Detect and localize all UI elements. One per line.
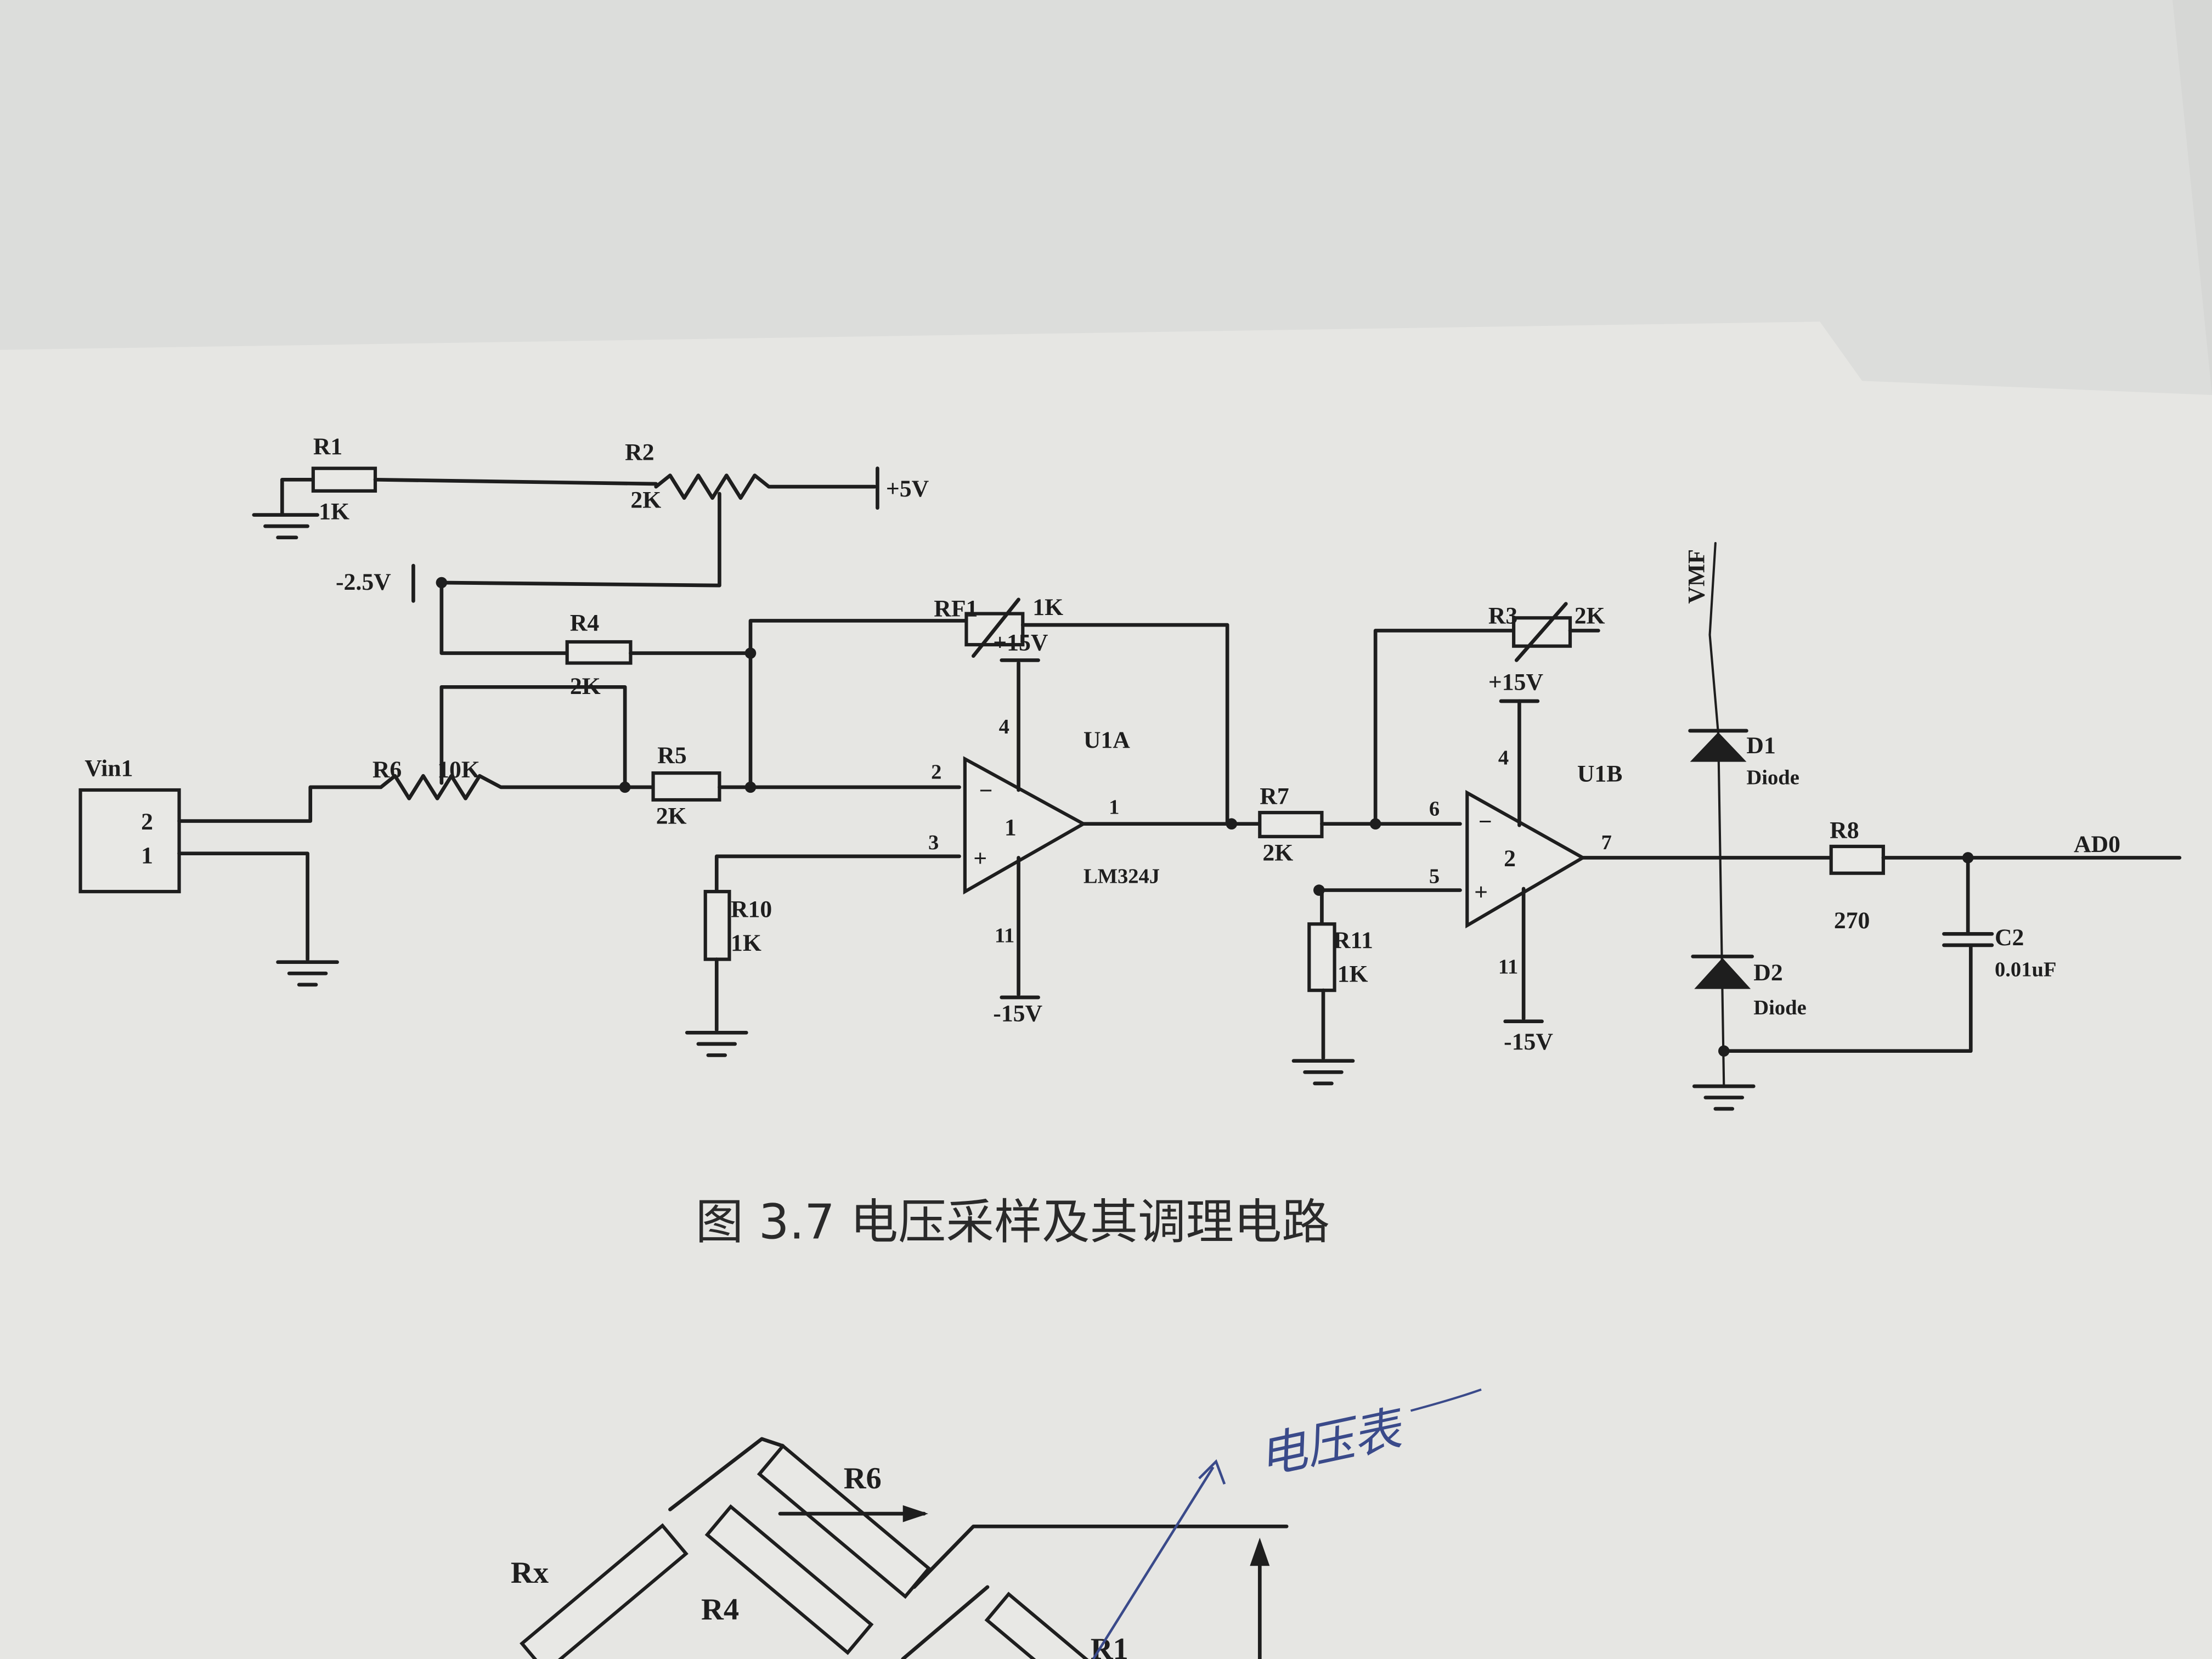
u1a-minus: − [979,777,993,804]
u1a-pin-11: 11 [995,924,1014,947]
r6-value: 10K [437,757,480,783]
bridge-circuit: R6 Rx R4 R1 [511,1437,1289,1659]
r1-value: 1K [319,498,349,524]
u1a-pin-1: 1 [1109,796,1119,819]
c2-value: 0.01uF [1995,958,2057,981]
output-stage: R8 270 AD0 C2 0.01uF VMF D1 Diode D2 Dio… [1581,541,2182,1111]
u1b-plus: + [1474,879,1488,906]
rf1-value: 1K [1032,594,1063,620]
r11-value: 1K [1338,961,1368,988]
d2-value: Diode [1753,996,1806,1019]
r10-value: 1K [731,930,761,956]
m25v-label: -2.5V [336,569,391,595]
r8-value: 270 [1834,907,1870,934]
bridge-rx-label: Rx [511,1556,549,1590]
ad0-label: AD0 [2074,831,2120,857]
u1a-p15v: +15V [993,629,1048,656]
r11-resistor: R11 1K [1291,884,1462,1086]
r8-label: R8 [1830,817,1859,843]
d2-label: D2 [1753,960,1782,986]
u1a-pin-3: 3 [928,831,939,854]
u1b-unit: 2 [1504,845,1516,872]
u1a-pin-2: 2 [931,760,941,783]
figure-caption: 图 3.7 电压采样及其调理电路 [696,1194,1330,1250]
vin1-label: Vin1 [84,755,133,781]
rf1-label: RF1 [934,596,978,622]
u1a-part: LM324J [1084,865,1160,888]
vmf-label: VMF [1683,549,1709,604]
top-sheet [0,0,2212,395]
r7-label: R7 [1260,783,1289,810]
u1a-opamp: − + 1 2 3 1 4 11 +15V -15V U1A LM324J [928,629,1160,1026]
r2-label: R2 [625,439,654,465]
r3-variable-resistor: R3 2K [1373,602,1605,826]
vin1-pin2: 2 [141,809,153,835]
main-paper [0,321,2212,1659]
p5v-label: +5V [886,476,929,502]
u1b-m15v: -15V [1504,1029,1553,1055]
r6-potentiometer: R6 10K [373,685,631,800]
d1-label: D1 [1746,732,1775,759]
r4-label: R4 [570,610,600,636]
bridge-r4-label: R4 [701,1593,739,1627]
r1-label: R1 [313,433,342,460]
r11-label: R11 [1333,927,1373,953]
r2-value: 2K [630,487,661,514]
u1b-pin-4: 4 [1498,747,1509,770]
u1b-p15v: +15V [1488,669,1544,695]
r10-label: R10 [731,896,772,922]
u1a-pin-4: 4 [999,715,1009,738]
u1b-pin-5: 5 [1429,865,1440,888]
r5-resistor: R5 2K [623,742,961,830]
r5-label: R5 [657,742,686,769]
c2-label: C2 [1995,924,2024,951]
rf1-variable-resistor: RF1 1K [748,594,1229,826]
r4-resistor: R4 2K [439,580,757,699]
bridge-r6-label: R6 [844,1462,882,1496]
r5-value: 2K [656,803,687,830]
u1b-label: U1B [1577,761,1623,787]
u1a-plus: + [973,845,987,872]
u1b-pin-7: 7 [1601,831,1612,854]
r6-label: R6 [373,757,402,783]
u1b-pin-11: 11 [1498,955,1518,978]
u1a-unit: 1 [1005,814,1017,840]
u1b-opamp: − + 2 6 5 7 4 11 +15V -15V U1B [1429,669,1623,1055]
u1a-label: U1A [1084,727,1130,753]
u1b-pin-6: 6 [1429,797,1440,820]
r7-value: 2K [1262,840,1293,866]
u1a-m15v: -15V [993,1001,1042,1027]
vin1-connector: Vin1 2 1 [78,755,383,987]
u1b-minus: − [1479,809,1492,835]
r3-label: R3 [1488,603,1517,629]
vin1-pin1: 1 [141,843,153,869]
r7-resistor: R7 2K [1081,783,1462,866]
r3-value: 2K [1575,603,1605,629]
r10-resistor: R10 1K [685,854,961,1057]
d1-value: Diode [1746,766,1799,789]
